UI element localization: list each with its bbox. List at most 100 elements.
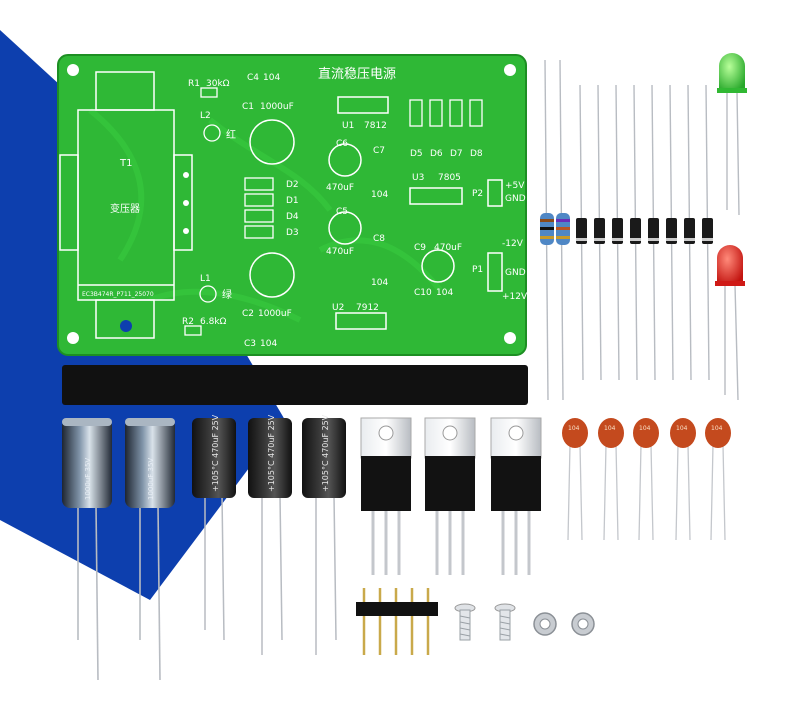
- black-foam-strip: [62, 365, 528, 405]
- capacitor-1000uf-a: 1000uF 35V: [62, 418, 112, 681]
- svg-text:104: 104: [371, 278, 388, 288]
- svg-text:D7: D7: [450, 149, 463, 159]
- svg-text:470uF: 470uF: [326, 183, 354, 193]
- pcb-silkscreen: 直流稳压电源 R1 30kΩ C4 104 L2 红 C1 1000uF U1 …: [82, 66, 528, 349]
- svg-text:C3: C3: [244, 339, 256, 349]
- svg-text:C4: C4: [247, 73, 259, 83]
- c1-footprint: [249, 119, 295, 165]
- led-green: [717, 53, 747, 216]
- svg-text:1000uF 35V: 1000uF 35V: [84, 458, 92, 500]
- p2-footprint: [487, 179, 503, 207]
- r2-footprint: [184, 325, 202, 336]
- svg-text:GND: GND: [505, 194, 526, 204]
- svg-text:104: 104: [371, 190, 388, 200]
- svg-text:D3: D3: [286, 228, 299, 238]
- svg-text:C10: C10: [414, 288, 432, 298]
- r1-footprint: [200, 87, 218, 98]
- svg-text:D4: D4: [286, 212, 299, 222]
- svg-text:104: 104: [604, 425, 616, 432]
- svg-text:7812: 7812: [364, 121, 387, 131]
- svg-text:1000uF: 1000uF: [258, 309, 292, 319]
- transformer-footprint: [59, 71, 193, 339]
- svg-text:+5V: +5V: [505, 181, 525, 191]
- svg-text:104: 104: [676, 425, 688, 432]
- svg-text:+105°C 470uF 25V: +105°C 470uF 25V: [321, 414, 330, 492]
- svg-text:C7: C7: [373, 146, 385, 156]
- svg-text:104: 104: [263, 73, 280, 83]
- u1-footprint: [337, 96, 389, 114]
- led-red: [715, 245, 745, 401]
- svg-text:470uF: 470uF: [434, 243, 462, 253]
- regulator-2: [424, 417, 476, 575]
- svg-text:D5: D5: [410, 149, 423, 159]
- svg-text:L2: L2: [200, 111, 211, 121]
- svg-text:C9: C9: [414, 243, 426, 253]
- pin-header: [356, 588, 438, 655]
- svg-text:104: 104: [436, 288, 453, 298]
- diode-footprints-d1-d4: [244, 177, 274, 239]
- svg-text:+105°C 470uF 25V: +105°C 470uF 25V: [267, 414, 276, 492]
- svg-text:变压器: 变压器: [110, 202, 140, 215]
- svg-text:C2: C2: [242, 309, 254, 319]
- diode-footprints-d5-d8: [409, 99, 483, 127]
- svg-text:EC3B474R_P711_25070: EC3B474R_P711_25070: [82, 291, 154, 298]
- screw-2: [494, 603, 516, 641]
- l2-footprint: [203, 124, 221, 142]
- svg-text:+12V: +12V: [502, 292, 528, 302]
- svg-text:6.8kΩ: 6.8kΩ: [200, 317, 227, 327]
- svg-text:D6: D6: [430, 149, 443, 159]
- board-title: 直流稳压电源: [318, 66, 396, 82]
- c5-footprint: [328, 211, 362, 245]
- svg-text:D8: D8: [470, 149, 483, 159]
- svg-text:C6: C6: [336, 139, 348, 149]
- svg-text:C8: C8: [373, 234, 385, 244]
- resistors: [540, 213, 570, 245]
- svg-text:104: 104: [639, 425, 651, 432]
- svg-text:7805: 7805: [438, 173, 461, 183]
- svg-text:L1: L1: [200, 274, 211, 284]
- ceramic-capacitors: 104 104 104 104 104: [562, 418, 731, 541]
- svg-text:D2: D2: [286, 180, 299, 190]
- svg-text:P2: P2: [472, 189, 483, 199]
- svg-text:30kΩ: 30kΩ: [206, 79, 230, 89]
- svg-text:7912: 7912: [356, 303, 379, 313]
- c2-footprint: [249, 252, 295, 298]
- capacitor-1000uf-b: 1000uF 35V: [125, 418, 175, 681]
- svg-text:U2: U2: [332, 303, 344, 313]
- c9-footprint: [421, 249, 455, 283]
- svg-text:绿: 绿: [222, 288, 232, 301]
- svg-text:U1: U1: [342, 121, 354, 131]
- svg-text:+105°C 470uF 25V: +105°C 470uF 25V: [211, 414, 220, 492]
- pcb-board: 直流稳压电源 R1 30kΩ C4 104 L2 红 C1 1000uF U1 …: [57, 54, 528, 356]
- nut-2: [571, 612, 595, 636]
- svg-text:104: 104: [711, 425, 723, 432]
- l1-footprint: [199, 285, 217, 303]
- svg-text:1000uF 35V: 1000uF 35V: [147, 458, 155, 500]
- svg-text:R2: R2: [182, 317, 194, 327]
- svg-text:104: 104: [260, 339, 277, 349]
- svg-text:T1: T1: [119, 158, 132, 169]
- u2-footprint: [335, 312, 387, 330]
- svg-text:C1: C1: [242, 102, 254, 112]
- svg-text:P1: P1: [472, 265, 483, 275]
- svg-text:红: 红: [226, 128, 236, 141]
- svg-text:104: 104: [568, 425, 580, 432]
- svg-text:U3: U3: [412, 173, 424, 183]
- u3-footprint: [409, 187, 463, 205]
- svg-text:GND: GND: [505, 268, 526, 278]
- svg-text:470uF: 470uF: [326, 247, 354, 257]
- screw-1: [454, 603, 476, 641]
- svg-text:C5: C5: [336, 207, 348, 217]
- svg-text:1000uF: 1000uF: [260, 102, 294, 112]
- svg-text:-12V: -12V: [502, 239, 524, 249]
- capacitor-470uf-a: +105°C 470uF 25V: [192, 414, 236, 641]
- p1-footprint: [487, 252, 503, 292]
- rectifier-diodes: [576, 218, 713, 244]
- svg-text:D1: D1: [286, 196, 299, 206]
- capacitor-470uf-b: +105°C 470uF 25V: [248, 414, 292, 655]
- svg-text:R1: R1: [188, 79, 200, 89]
- capacitor-470uf-c: +105°C 470uF 25V: [302, 414, 346, 655]
- c6-footprint: [328, 143, 362, 177]
- regulator-3: [490, 417, 542, 575]
